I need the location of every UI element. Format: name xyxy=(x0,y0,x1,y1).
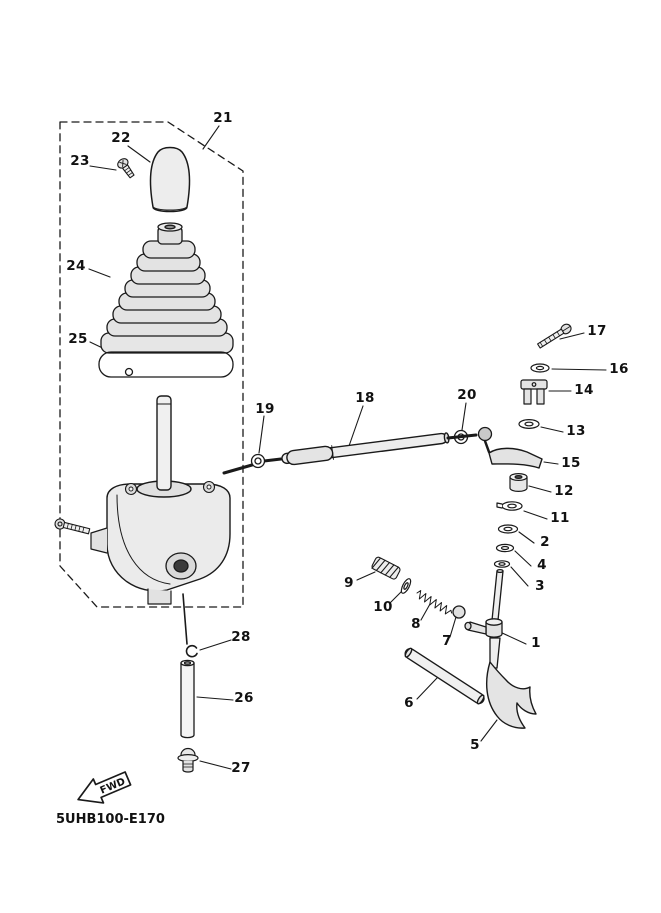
bolt-17 xyxy=(537,323,572,349)
washer-11 xyxy=(496,501,523,511)
callout-2: 2 xyxy=(540,534,550,550)
bracket-14 xyxy=(520,379,548,405)
washer-13 xyxy=(518,419,540,430)
callout-10: 10 xyxy=(373,599,393,615)
gasket-25 xyxy=(98,351,234,378)
shift-knob xyxy=(149,146,191,213)
shift-lever-shaft xyxy=(156,395,172,491)
ball-joint xyxy=(446,426,493,454)
lever-arm-15 xyxy=(488,447,543,469)
fwd-arrow-shape xyxy=(77,771,132,804)
shift-shaft-1 xyxy=(464,568,504,669)
callout-4: 4 xyxy=(537,557,547,573)
spring-8 xyxy=(416,590,453,615)
leader-lines xyxy=(88,125,607,770)
washer-3 xyxy=(493,560,511,568)
rod-link xyxy=(222,457,283,475)
callout-1: 1 xyxy=(531,635,541,651)
callout-3: 3 xyxy=(535,578,545,594)
callout-8: 8 xyxy=(411,616,421,632)
callout-9: 9 xyxy=(344,575,354,591)
bushing-12 xyxy=(509,473,528,492)
callout-24: 24 xyxy=(66,258,86,274)
fwd-arrow: FWD xyxy=(77,771,132,804)
diagram-code: 5UHB100-E170 xyxy=(56,812,165,827)
callout-22: 22 xyxy=(111,130,131,146)
housing-boss xyxy=(165,552,197,580)
clip-28 xyxy=(185,644,198,658)
callout-12: 12 xyxy=(554,483,574,499)
housing-bolt xyxy=(54,518,91,535)
callout-7: 7 xyxy=(442,633,452,649)
callout-11: 11 xyxy=(550,510,570,526)
callout-5: 5 xyxy=(470,737,480,753)
callout-26: 26 xyxy=(234,690,254,706)
screw-23 xyxy=(117,158,135,179)
washer-10 xyxy=(400,578,412,594)
callout-28: 28 xyxy=(231,629,251,645)
shift-rod-18 xyxy=(281,432,450,466)
callout-25: 25 xyxy=(68,331,88,347)
washer-4 xyxy=(495,543,515,553)
callout-19: 19 xyxy=(255,401,275,417)
callout-15: 15 xyxy=(561,455,581,471)
callout-21: 21 xyxy=(213,110,233,126)
callout-13: 13 xyxy=(566,423,586,439)
washer-16 xyxy=(530,363,550,373)
spring-9 xyxy=(371,556,401,580)
lower-axis-line xyxy=(182,593,188,645)
callout-14: 14 xyxy=(574,382,594,398)
callout-20: 20 xyxy=(457,387,477,403)
lever-housing xyxy=(90,480,231,605)
tube-26 xyxy=(180,659,195,739)
callout-18: 18 xyxy=(355,390,375,406)
callout-27: 27 xyxy=(231,760,251,776)
callout-17: 17 xyxy=(587,323,607,339)
callout-16: 16 xyxy=(609,361,629,377)
cap-27 xyxy=(177,747,199,773)
rod-6 xyxy=(404,647,485,705)
callout-6: 6 xyxy=(404,695,414,711)
washer-2 xyxy=(497,524,519,534)
assembly-boundary xyxy=(59,121,244,608)
ball-7 xyxy=(452,605,466,619)
callout-23: 23 xyxy=(70,153,90,169)
rubber-boot xyxy=(100,222,234,354)
washer-19 xyxy=(250,453,266,469)
shift-fork-5 xyxy=(485,661,537,729)
